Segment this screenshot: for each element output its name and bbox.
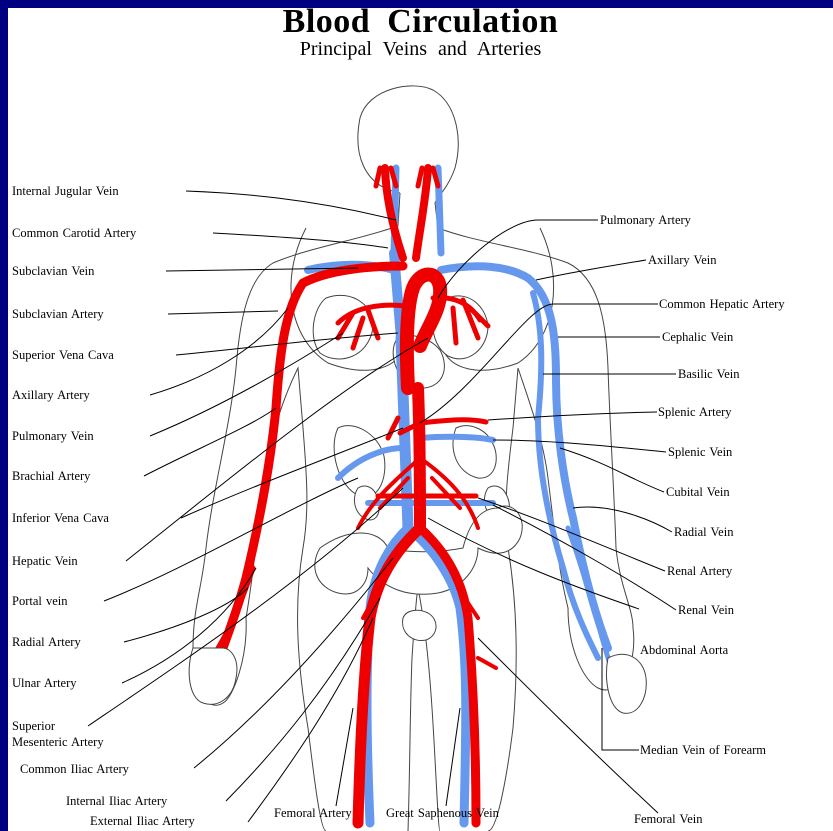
label-superior-mesenteric-artery-line1: Superior	[12, 719, 55, 733]
label-internal-iliac-artery: Internal Iliac Artery	[66, 794, 167, 808]
leader-subclavian-artery	[168, 311, 278, 314]
splenic-vein	[418, 437, 493, 440]
leader-internal-jugular-vein	[186, 191, 396, 220]
leader-axillary-artery	[150, 308, 288, 395]
label-subclavian-artery: Subclavian Artery	[12, 307, 104, 321]
label-axillary-artery: Axillary Artery	[12, 388, 90, 402]
label-portal-vein: Portal vein	[12, 594, 68, 608]
label-subclavian-vein: Subclavian Vein	[12, 264, 94, 278]
label-superior-vena-cava: Superior Vena Cava	[12, 348, 114, 362]
label-radial-vein: Radial Vein	[674, 525, 733, 539]
label-hepatic-vein: Hepatic Vein	[12, 554, 78, 568]
body-outline	[192, 86, 634, 831]
label-common-carotid-artery: Common Carotid Artery	[12, 226, 136, 240]
leader-superior-mesenteric-artery	[88, 488, 403, 726]
label-axillary-vein: Axillary Vein	[648, 253, 716, 267]
label-internal-jugular-vein: Internal Jugular Vein	[12, 184, 119, 198]
label-external-iliac-artery: External Iliac Artery	[90, 814, 195, 828]
label-inferior-vena-cava: Inferior Vena Cava	[12, 511, 109, 525]
label-femoral-artery: Femoral Artery	[274, 806, 352, 820]
label-common-iliac-artery: Common Iliac Artery	[20, 762, 129, 776]
label-great-saphenous-vein: Great Saphenous Vein	[386, 806, 499, 820]
leader-femoral-artery	[336, 708, 353, 806]
stomach	[453, 426, 496, 478]
leader-brachial-artery	[144, 408, 276, 476]
subclavian-vein-left	[441, 266, 528, 278]
label-cubital-vein: Cubital Vein	[666, 485, 730, 499]
label-splenic-artery: Splenic Artery	[658, 405, 732, 419]
leader-splenic-artery	[488, 412, 657, 420]
label-median-vein-of-forearm: Median Vein of Forearm	[640, 743, 766, 757]
label-ulnar-artery: Ulnar Artery	[12, 676, 77, 690]
label-splenic-vein: Splenic Vein	[668, 445, 732, 459]
leader-radial-vein	[573, 507, 672, 532]
leader-pulmonary-artery	[438, 220, 598, 298]
hands	[189, 648, 646, 713]
leader-great-saphenous-vein	[446, 708, 460, 806]
label-cephalic-vein: Cephalic Vein	[662, 330, 733, 344]
label-renal-vein: Renal Vein	[678, 603, 734, 617]
label-abdominal-aorta: Abdominal Aorta	[640, 643, 728, 657]
circulation-figure	[8, 8, 833, 831]
bladder	[403, 610, 436, 640]
diagram-panel: Blood Circulation Principal Veins and Ar…	[8, 8, 833, 831]
label-superior-mesenteric-artery-line2: Mesenteric Artery	[12, 735, 104, 749]
label-basilic-vein: Basilic Vein	[678, 367, 740, 381]
label-renal-artery: Renal Artery	[667, 564, 732, 578]
label-radial-artery: Radial Artery	[12, 635, 81, 649]
label-pulmonary-artery: Pulmonary Artery	[600, 213, 691, 227]
leader-splenic-vein	[493, 440, 666, 452]
label-femoral-vein: Femoral Vein	[634, 812, 702, 826]
brachial-radial-artery	[223, 283, 303, 648]
label-brachial-artery: Brachial Artery	[12, 469, 90, 483]
label-common-hepatic-artery: Common Hepatic Artery	[659, 297, 785, 311]
label-pulmonary-vein: Pulmonary Vein	[12, 429, 94, 443]
